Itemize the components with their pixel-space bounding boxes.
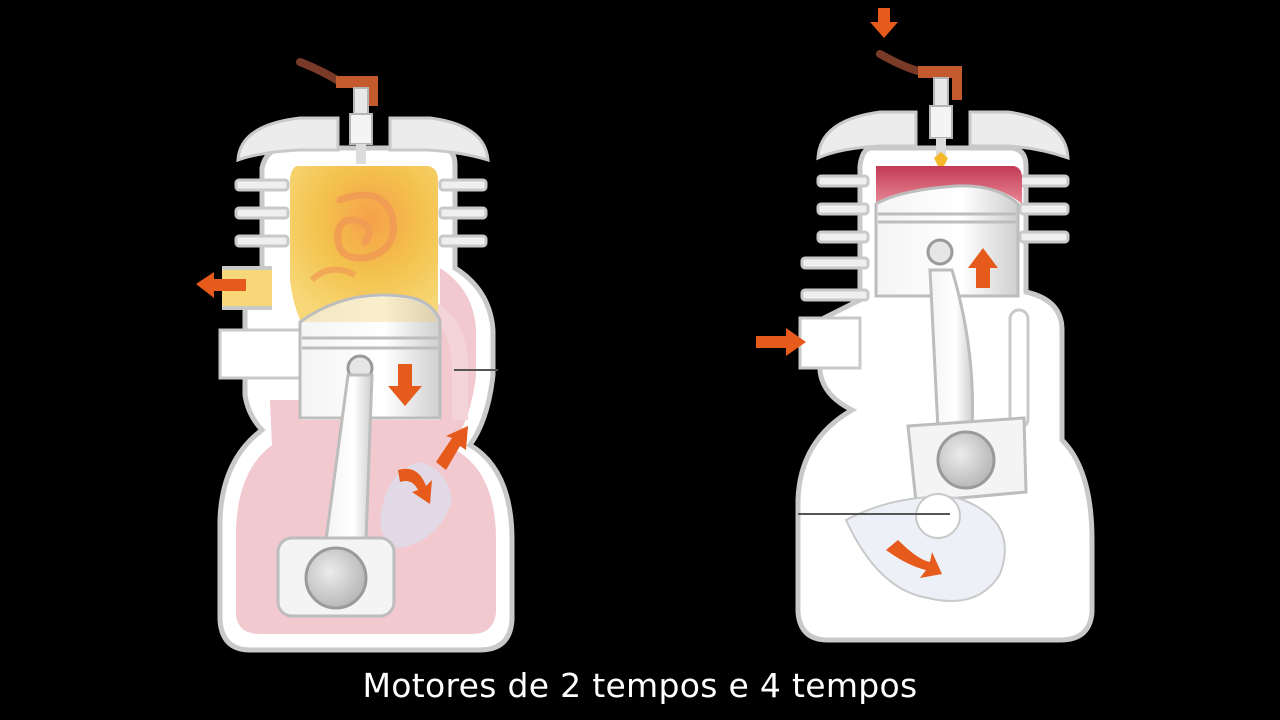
- cylinder-head-left: [236, 116, 340, 163]
- slide-caption: Motores de 2 tempos e 4 tempos: [362, 666, 918, 705]
- crank-bearing-right: [906, 416, 1028, 504]
- piston-down-arrow: [388, 364, 422, 406]
- cylinder-head-right: [816, 110, 918, 161]
- spark-plug-right: [876, 50, 962, 166]
- intake-port-left: [218, 328, 302, 380]
- intake-port-right: [798, 316, 862, 370]
- crankcase-flow-arrow-1: [398, 468, 432, 504]
- cooling-fins-right: [800, 174, 1070, 302]
- cooling-fins-left: [234, 178, 488, 248]
- spark-plug-left: [296, 58, 378, 164]
- crank-web-right: [844, 495, 1006, 602]
- two-stroke-engine: [196, 58, 515, 653]
- exhaust-arrow: [196, 272, 246, 298]
- crank-web-left: [380, 462, 452, 548]
- four-stroke-engine: [756, 8, 1095, 643]
- crank-bearing-left: [276, 536, 396, 618]
- intake-arrow: [756, 328, 806, 356]
- crankcase-flow-arrow-2: [436, 426, 468, 470]
- transfer-port: [432, 300, 469, 420]
- ignition-arrow: [870, 8, 898, 38]
- crank-rotation-arrow: [886, 540, 942, 578]
- piston-up-arrow: [976, 268, 990, 288]
- flame-swirl: [334, 191, 397, 262]
